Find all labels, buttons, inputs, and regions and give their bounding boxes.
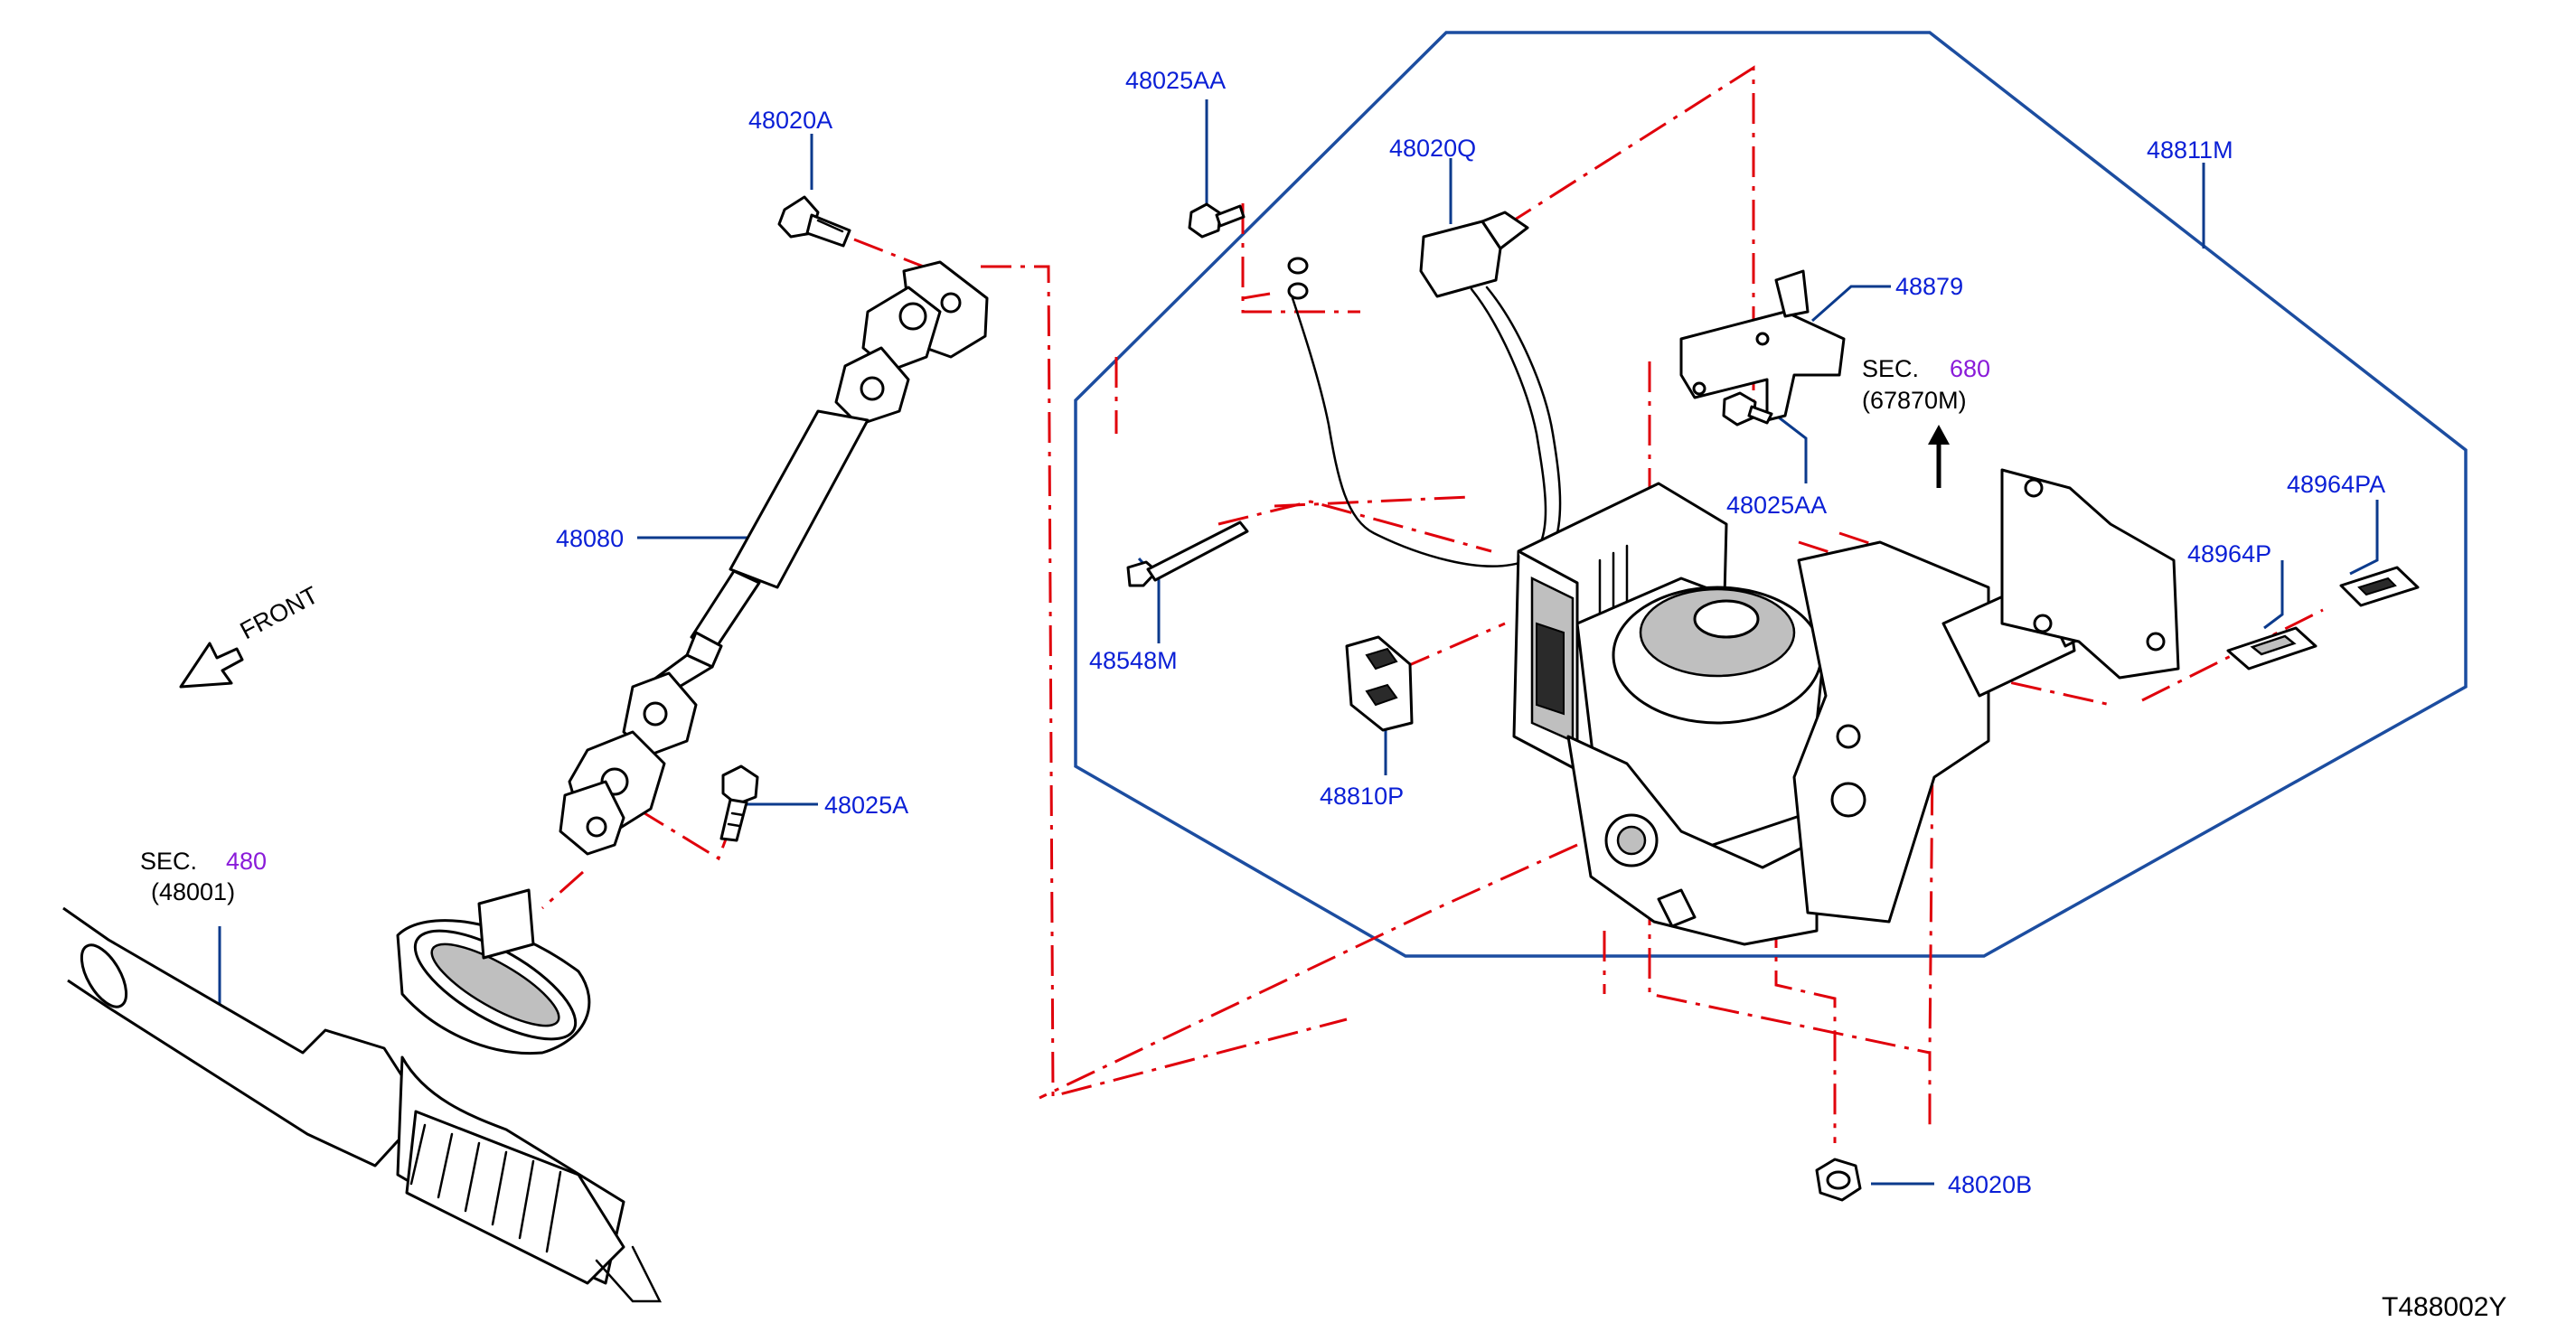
label-48964P[interactable]: 48964P bbox=[2187, 540, 2271, 567]
sec480-ref: (48001) bbox=[151, 878, 235, 905]
bolt-48025A[interactable] bbox=[719, 764, 759, 842]
bracket-48879[interactable] bbox=[1679, 269, 1846, 422]
intermediate-shaft-48080[interactable] bbox=[559, 260, 989, 856]
harness-48020Q[interactable] bbox=[1287, 211, 1562, 573]
sec480-prefix: SEC. bbox=[140, 848, 197, 875]
label-48020B[interactable]: 48020B bbox=[1948, 1171, 2032, 1198]
label-48879[interactable]: 48879 bbox=[1895, 273, 1963, 300]
label-48020Q[interactable]: 48020Q bbox=[1389, 135, 1476, 162]
sec680-prefix: SEC. bbox=[1862, 355, 1919, 382]
spacer-48964PA[interactable] bbox=[2339, 566, 2420, 607]
sec680-number[interactable]: 680 bbox=[1950, 355, 1990, 382]
label-48810P[interactable]: 48810P bbox=[1320, 783, 1404, 810]
bolt-48025AA-mid[interactable] bbox=[1722, 391, 1773, 427]
steering-gear-sec480 bbox=[62, 888, 663, 1303]
rack-boot bbox=[405, 1110, 625, 1285]
bracket-48810P[interactable] bbox=[1345, 635, 1414, 732]
steering-column-48811M[interactable] bbox=[1512, 468, 2180, 946]
label-48548M[interactable]: 48548M bbox=[1089, 647, 1178, 674]
label-48025AA-top[interactable]: 48025AA bbox=[1125, 67, 1226, 94]
section-ref-480[interactable]: SEC. 480 (48001) bbox=[140, 848, 267, 905]
label-48025AA-mid[interactable]: 48025AA bbox=[1726, 492, 1827, 519]
label-48025A[interactable]: 48025A bbox=[824, 792, 908, 819]
label-48020A[interactable]: 48020A bbox=[748, 107, 832, 134]
cable-clip-48548M[interactable] bbox=[1126, 520, 1249, 587]
sec680-ref: (67870M) bbox=[1862, 387, 1967, 414]
bolt-48025AA-top[interactable] bbox=[1188, 202, 1246, 239]
label-48811M[interactable]: 48811M bbox=[2147, 136, 2233, 164]
spacer-48964P[interactable] bbox=[2226, 626, 2317, 670]
sec480-number[interactable]: 480 bbox=[226, 848, 267, 875]
front-arrow-icon bbox=[179, 642, 244, 689]
front-direction-label: FRONT bbox=[236, 581, 323, 644]
assembly-boundary-48811M bbox=[1074, 31, 2468, 958]
up-arrow-icon bbox=[1928, 425, 1950, 488]
diagram-id: T488002Y bbox=[2382, 1292, 2506, 1322]
label-48964PA[interactable]: 48964PA bbox=[2287, 471, 2385, 498]
label-48080[interactable]: 48080 bbox=[556, 525, 624, 552]
nut-48020B[interactable] bbox=[1815, 1158, 1862, 1202]
section-ref-680[interactable]: SEC. 680 (67870M) bbox=[1862, 355, 1990, 414]
bolt-48020A[interactable] bbox=[777, 195, 851, 248]
